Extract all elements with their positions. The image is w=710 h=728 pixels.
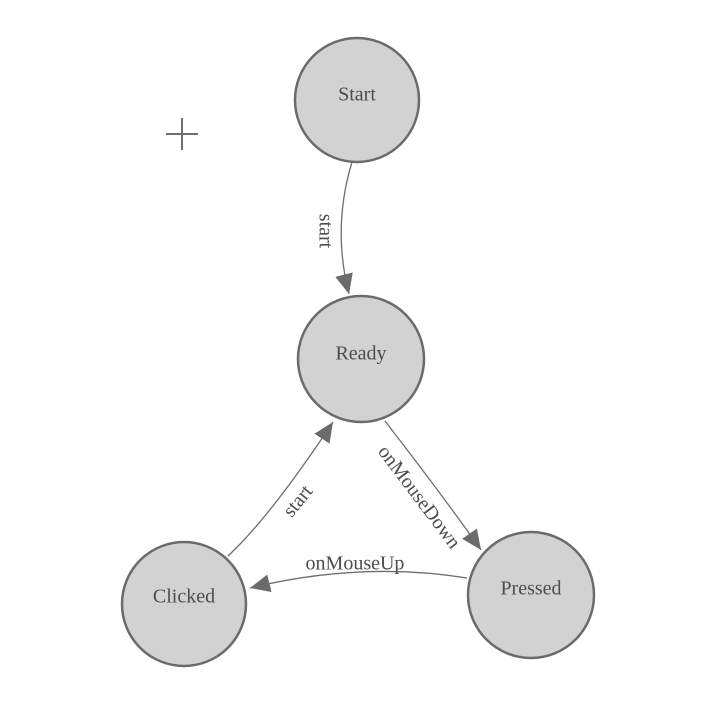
state-node-ready-circle[interactable] (296, 294, 426, 424)
transition-start-to-ready[interactable] (335, 161, 353, 295)
transition-pressed-to-clicked[interactable] (249, 570, 468, 593)
state-node-pressed[interactable]: Pressed (466, 530, 596, 660)
nodes-layer: Start Ready Clicked Pressed (120, 36, 596, 668)
state-node-start[interactable]: Start (293, 36, 421, 164)
state-node-clicked[interactable]: Clicked (120, 540, 248, 668)
transition-pressed-to-clicked-label: onMouseUp (306, 553, 405, 575)
transition-clicked-to-ready-label: start (279, 480, 318, 521)
state-node-pressed-circle[interactable] (466, 530, 596, 660)
crosshair-icon (166, 118, 198, 150)
state-node-ready[interactable]: Ready (296, 294, 426, 424)
transition-ready-to-pressed[interactable] (384, 420, 482, 551)
transition-clicked-to-ready[interactable] (227, 421, 334, 557)
transition-start-to-ready-label: start (314, 214, 336, 249)
transition-ready-to-pressed-label: onMouseDown (373, 441, 465, 553)
state-node-start-circle[interactable] (293, 36, 421, 164)
state-node-clicked-circle[interactable] (120, 540, 248, 668)
